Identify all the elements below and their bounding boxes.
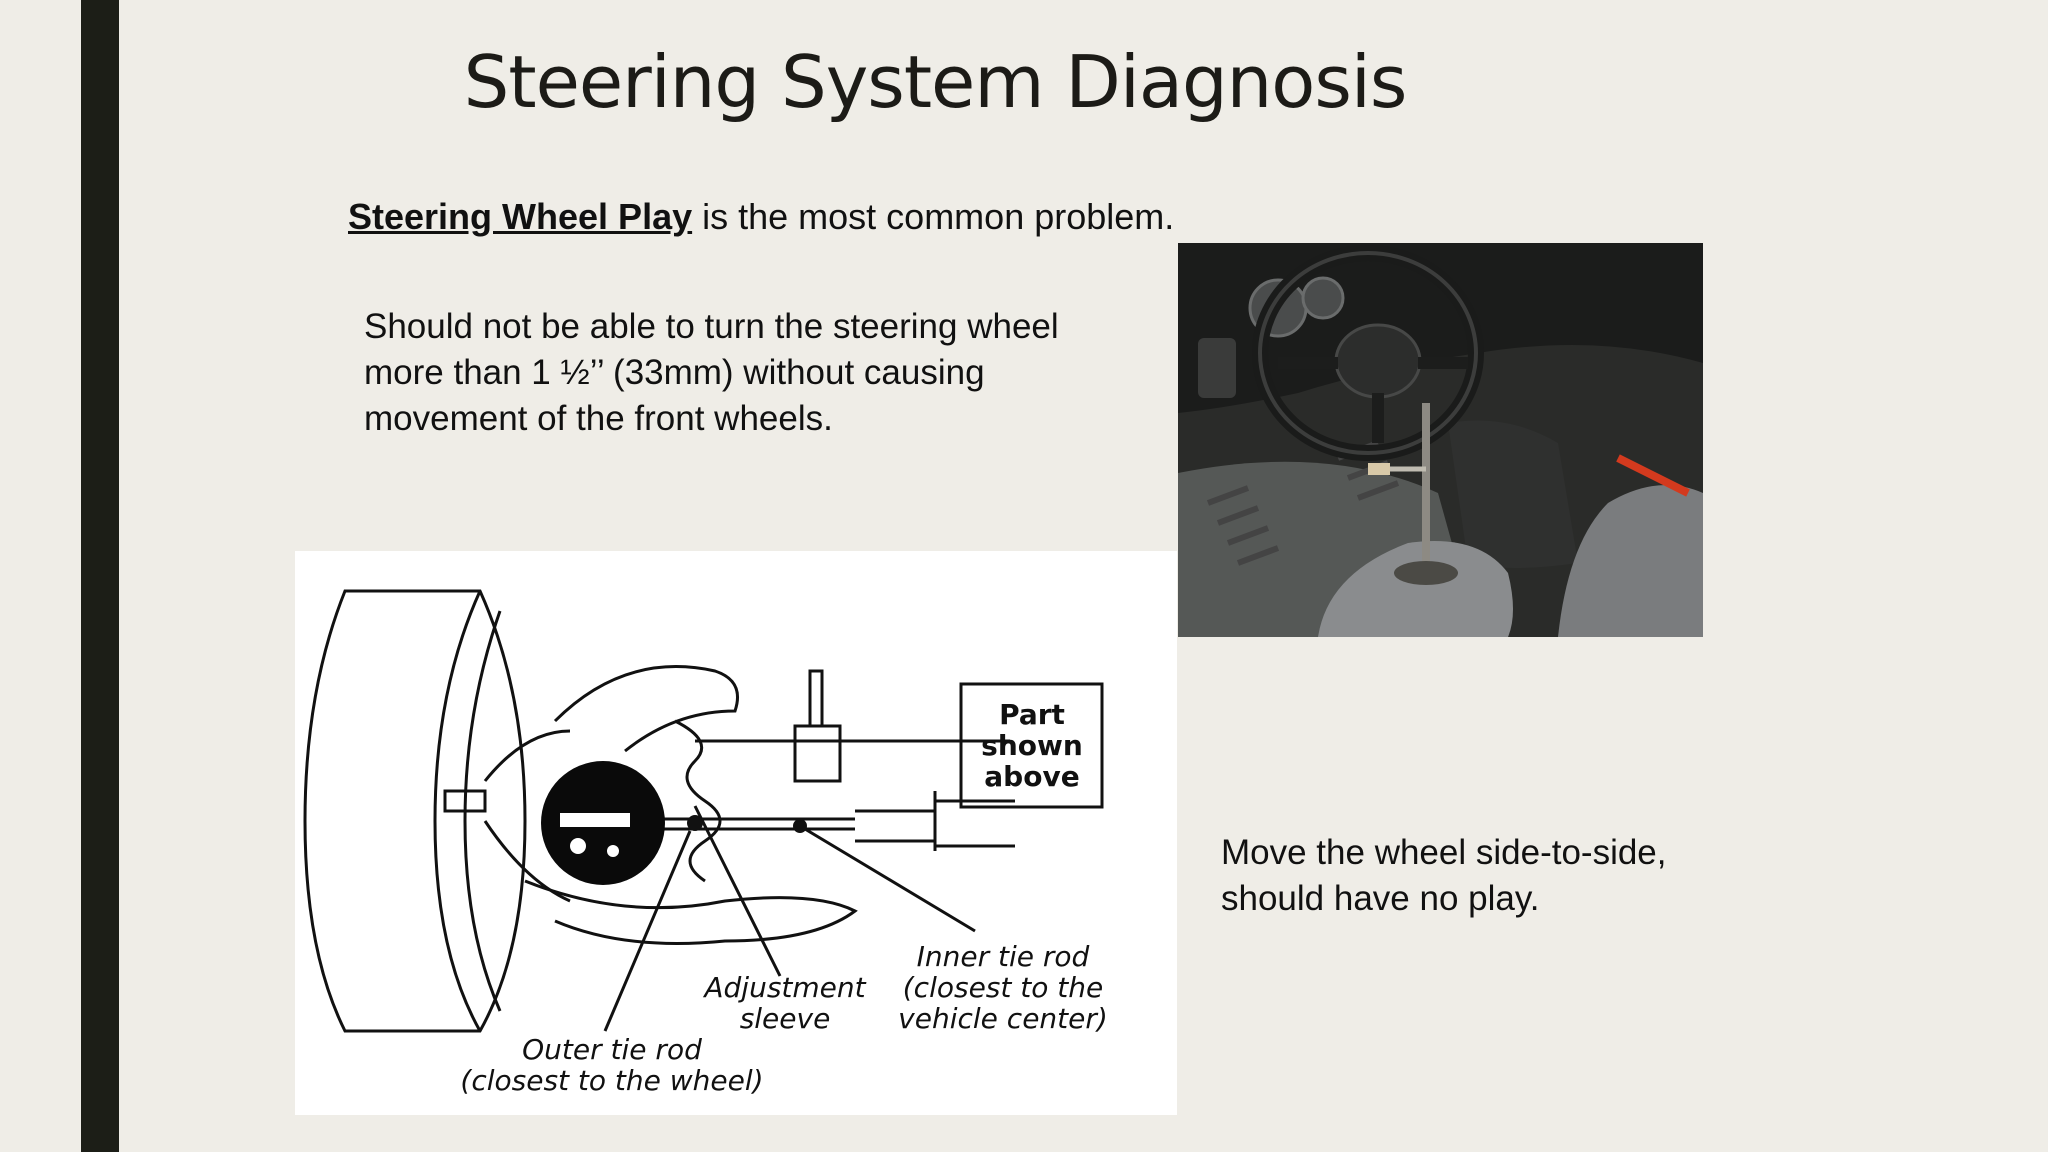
box-label-line-1: Part [999, 698, 1065, 731]
label-inner-tie-rod-3: vehicle center) [898, 1002, 1108, 1035]
label-inner-tie-rod-1: Inner tie rod [917, 940, 1090, 973]
steering-wheel-photo-illustration [1178, 243, 1703, 637]
body-paragraph: Should not be able to turn the steering … [364, 307, 1059, 438]
slide-title: Steering System Diagnosis [463, 40, 1408, 124]
box-label-line-2: shown [981, 729, 1083, 762]
tie-rod-diagram: Part shown above Inner tie rod (closest … [295, 551, 1177, 1115]
label-adjustment-sleeve-1: Adjustment [702, 971, 866, 1004]
label-outer-tie-rod-2: (closest to the wheel) [460, 1064, 763, 1097]
lead-rest: is the most common problem. [692, 196, 1175, 237]
tie-rod-diagram-drawing: Part shown above Inner tie rod (closest … [303, 589, 1108, 1097]
lead-sentence: Steering Wheel Play is the most common p… [348, 196, 1174, 238]
label-outer-tie-rod-1: Outer tie rod [522, 1033, 702, 1066]
label-adjustment-sleeve-2: sleeve [740, 1002, 831, 1035]
box-label-line-3: above [984, 760, 1079, 793]
sidebar-accent-bar [81, 0, 119, 1152]
side-caption: Move the wheel side-to-side, should have… [1221, 833, 1667, 918]
label-inner-tie-rod-2: (closest to the [903, 971, 1103, 1004]
steering-wheel-photo [1178, 243, 1703, 637]
lead-emphasis: Steering Wheel Play [348, 196, 693, 237]
